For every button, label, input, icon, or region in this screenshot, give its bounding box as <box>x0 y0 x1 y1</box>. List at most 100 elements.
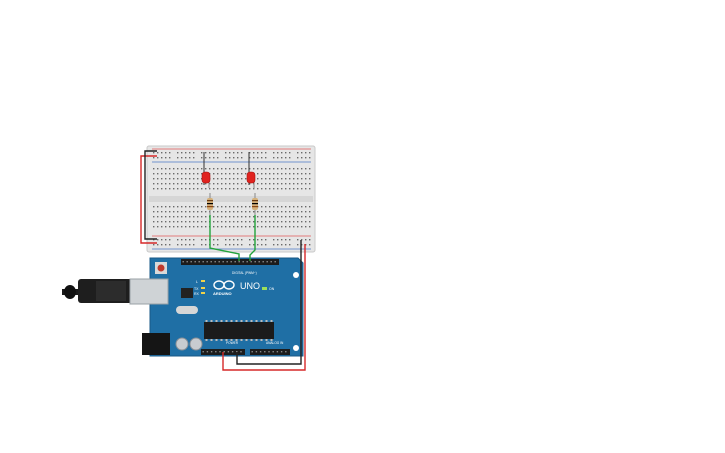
breadboard-hole <box>217 221 219 223</box>
rail-hole <box>241 152 243 154</box>
breadboard-hole <box>229 178 231 180</box>
breadboard-hole <box>197 178 199 180</box>
breadboard-hole <box>293 211 295 213</box>
breadboard-hole <box>241 216 243 218</box>
breadboard-hole <box>289 221 291 223</box>
rail-hole <box>225 244 227 246</box>
rail-hole <box>281 239 283 241</box>
wire-green-2[interactable] <box>249 215 256 261</box>
rail-hole <box>157 239 159 241</box>
breadboard-hole <box>225 173 227 175</box>
breadboard-hole <box>297 221 299 223</box>
arduino-logo <box>213 280 235 290</box>
breadboard-hole <box>253 211 255 213</box>
header-pin <box>231 351 234 353</box>
breadboard-hole <box>237 211 239 213</box>
breadboard-hole <box>249 226 251 228</box>
breadboard-hole <box>169 173 171 175</box>
rail-hole <box>289 157 291 159</box>
breadboard[interactable] <box>146 145 316 253</box>
breadboard-hole <box>253 221 255 223</box>
breadboard-hole <box>261 168 263 170</box>
header-pin <box>214 261 216 263</box>
digital-header[interactable] <box>181 259 279 265</box>
wire-black-rail-loop[interactable] <box>144 150 157 240</box>
atmega-chip-pins <box>205 320 273 341</box>
breadboard-hole <box>157 188 159 190</box>
chip-pin <box>245 320 248 322</box>
breadboard-hole <box>209 168 211 170</box>
rail-hole <box>201 244 203 246</box>
breadboard-hole <box>261 183 263 185</box>
wire-green-1[interactable] <box>209 215 240 261</box>
resistor-2[interactable] <box>252 193 258 215</box>
breadboard-hole <box>285 226 287 228</box>
arduino-uno-board[interactable]: L TX RX ON ARDUINO UNO DIGITAL (PWM~) PO… <box>62 257 304 357</box>
rail-hole <box>177 157 179 159</box>
breadboard-hole <box>173 216 175 218</box>
breadboard-hole <box>297 188 299 190</box>
breadboard-hole <box>177 188 179 190</box>
header-pin <box>254 261 256 263</box>
breadboard-hole <box>197 211 199 213</box>
breadboard-hole <box>289 178 291 180</box>
breadboard-hole <box>213 178 215 180</box>
breadboard-hole <box>221 206 223 208</box>
rail-hole <box>297 244 299 246</box>
breadboard-hole <box>233 173 235 175</box>
breadboard-hole <box>221 183 223 185</box>
breadboard-hole <box>265 216 267 218</box>
chip-pin <box>265 320 268 322</box>
breadboard-hole <box>169 206 171 208</box>
breadboard-hole <box>281 168 283 170</box>
rail-hole <box>309 157 311 159</box>
rail-hole <box>305 152 307 154</box>
rail-hole <box>273 239 275 241</box>
rail-hole <box>309 244 311 246</box>
breadboard-hole <box>241 178 243 180</box>
breadboard-hole <box>277 173 279 175</box>
breadboard-hole <box>153 173 155 175</box>
led-2[interactable] <box>246 152 256 188</box>
breadboard-hole <box>221 188 223 190</box>
breadboard-hole <box>293 216 295 218</box>
breadboard-hole <box>157 221 159 223</box>
wire-red-rail-loop[interactable] <box>140 155 157 244</box>
rail-hole <box>297 152 299 154</box>
rail-hole <box>277 152 279 154</box>
analog-header[interactable] <box>250 349 290 355</box>
breadboard-hole <box>193 216 195 218</box>
breadboard-hole <box>213 216 215 218</box>
header-pin <box>268 351 270 353</box>
rail-hole <box>177 152 179 154</box>
header-pin <box>276 351 279 353</box>
chip-pin <box>240 320 243 322</box>
resistor-1[interactable] <box>207 193 213 215</box>
rail-hole <box>261 157 263 159</box>
breadboard-hole <box>177 168 179 170</box>
board-on-label: ON <box>269 287 275 291</box>
breadboard-hole <box>221 178 223 180</box>
led-1[interactable] <box>201 152 211 188</box>
wire-red-5v[interactable] <box>222 244 306 371</box>
breadboard-hole <box>229 226 231 228</box>
header-pin <box>264 351 266 353</box>
breadboard-hole <box>257 168 259 170</box>
breadboard-hole <box>213 188 215 190</box>
breadboard-hole <box>181 216 183 218</box>
dc-power-jack <box>142 333 170 355</box>
breadboard-hole <box>169 221 171 223</box>
rail-hole <box>229 244 231 246</box>
breadboard-hole <box>245 206 247 208</box>
breadboard-hole <box>237 173 239 175</box>
wire-black-gnd[interactable] <box>236 240 302 365</box>
rail-hole <box>249 157 251 159</box>
breadboard-hole <box>305 206 307 208</box>
breadboard-hole <box>309 168 311 170</box>
breadboard-hole <box>213 221 215 223</box>
breadboard-hole <box>249 221 251 223</box>
breadboard-hole <box>273 168 275 170</box>
breadboard-hole <box>249 188 251 190</box>
breadboard-hole <box>297 178 299 180</box>
